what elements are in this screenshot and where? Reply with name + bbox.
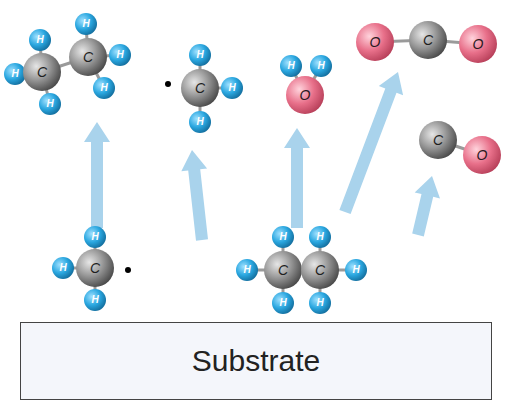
atom-sphere: [272, 292, 294, 314]
atom-symbol: C: [433, 133, 443, 147]
atom-symbol: H: [46, 99, 53, 109]
substrate-box: Substrate: [20, 322, 492, 400]
emission-arrows: [84, 72, 440, 241]
atom-sphere: [409, 21, 447, 59]
atom-symbol: H: [11, 69, 18, 79]
atom-sphere: [29, 29, 51, 51]
atom-symbol: H: [116, 50, 123, 60]
emission-arrow: [284, 128, 310, 228]
atom-sphere: [69, 38, 107, 76]
radical-dot: [165, 81, 171, 87]
atom-symbol: H: [36, 35, 43, 45]
atom-sphere: [280, 55, 302, 77]
atom-sphere: [221, 77, 243, 99]
atom-sphere: [109, 44, 131, 66]
atom-sphere: [39, 93, 61, 115]
atom-symbol: C: [278, 263, 288, 277]
atom-sphere: [286, 76, 324, 114]
atom-symbol: H: [243, 265, 250, 275]
emission-arrow: [339, 72, 403, 214]
atom-symbol: H: [59, 263, 66, 273]
atom-sphere: [93, 77, 115, 99]
atom-sphere: [310, 55, 332, 77]
atom-sphere: [236, 259, 258, 281]
atom-sphere: [419, 121, 457, 159]
atom-symbol: C: [37, 65, 47, 79]
emission-arrow: [181, 150, 208, 241]
atom-sphere: [272, 226, 294, 248]
atom-sphere: [309, 292, 331, 314]
atom-symbol: H: [279, 232, 286, 242]
atom-symbol: H: [82, 19, 89, 29]
atom-sphere: [181, 69, 219, 107]
atom-sphere: [76, 249, 114, 287]
atom-sphere: [356, 23, 394, 61]
atom-sphere: [4, 63, 26, 85]
atom-symbol: C: [315, 263, 325, 277]
atom-symbol: H: [196, 50, 203, 60]
atom-symbol: H: [316, 232, 323, 242]
atom-sphere: [345, 259, 367, 281]
atom-sphere: [52, 257, 74, 279]
atom-symbol: H: [287, 61, 294, 71]
atom-symbol: C: [195, 81, 205, 95]
atom-symbol: H: [228, 83, 235, 93]
atom-sphere: [301, 251, 339, 289]
atom-symbol: H: [317, 61, 324, 71]
atom-symbol: H: [316, 298, 323, 308]
atom-symbol: O: [370, 35, 381, 49]
radical-dots: [125, 81, 171, 273]
atom-symbol: C: [83, 50, 93, 64]
atom-sphere: [459, 25, 497, 63]
emission-arrow: [84, 122, 110, 228]
atom-sphere: [463, 136, 501, 174]
atom-symbol: H: [100, 83, 107, 93]
atom-symbol: C: [90, 261, 100, 275]
atom-symbol: C: [423, 33, 433, 47]
atom-sphere: [189, 44, 211, 66]
radical-dot: [125, 267, 131, 273]
atom-sphere: [75, 13, 97, 35]
atom-sphere: [264, 251, 302, 289]
atom-symbol: O: [300, 88, 311, 102]
atom-symbol: H: [196, 117, 203, 127]
atom-symbol: O: [477, 148, 488, 162]
atom-symbol: H: [91, 232, 98, 242]
atom-sphere: [23, 53, 61, 91]
atom-sphere: [84, 289, 106, 311]
atom-symbol: H: [279, 298, 286, 308]
atom-symbol: O: [473, 37, 484, 51]
atom-symbol: H: [352, 265, 359, 275]
atom-sphere: [84, 226, 106, 248]
atom-sphere: [189, 111, 211, 133]
emission-arrow: [412, 176, 440, 236]
substrate-label: Substrate: [192, 344, 320, 378]
atom-symbol: H: [91, 295, 98, 305]
atoms: [4, 13, 501, 314]
bonds: [15, 24, 482, 303]
atom-sphere: [309, 226, 331, 248]
